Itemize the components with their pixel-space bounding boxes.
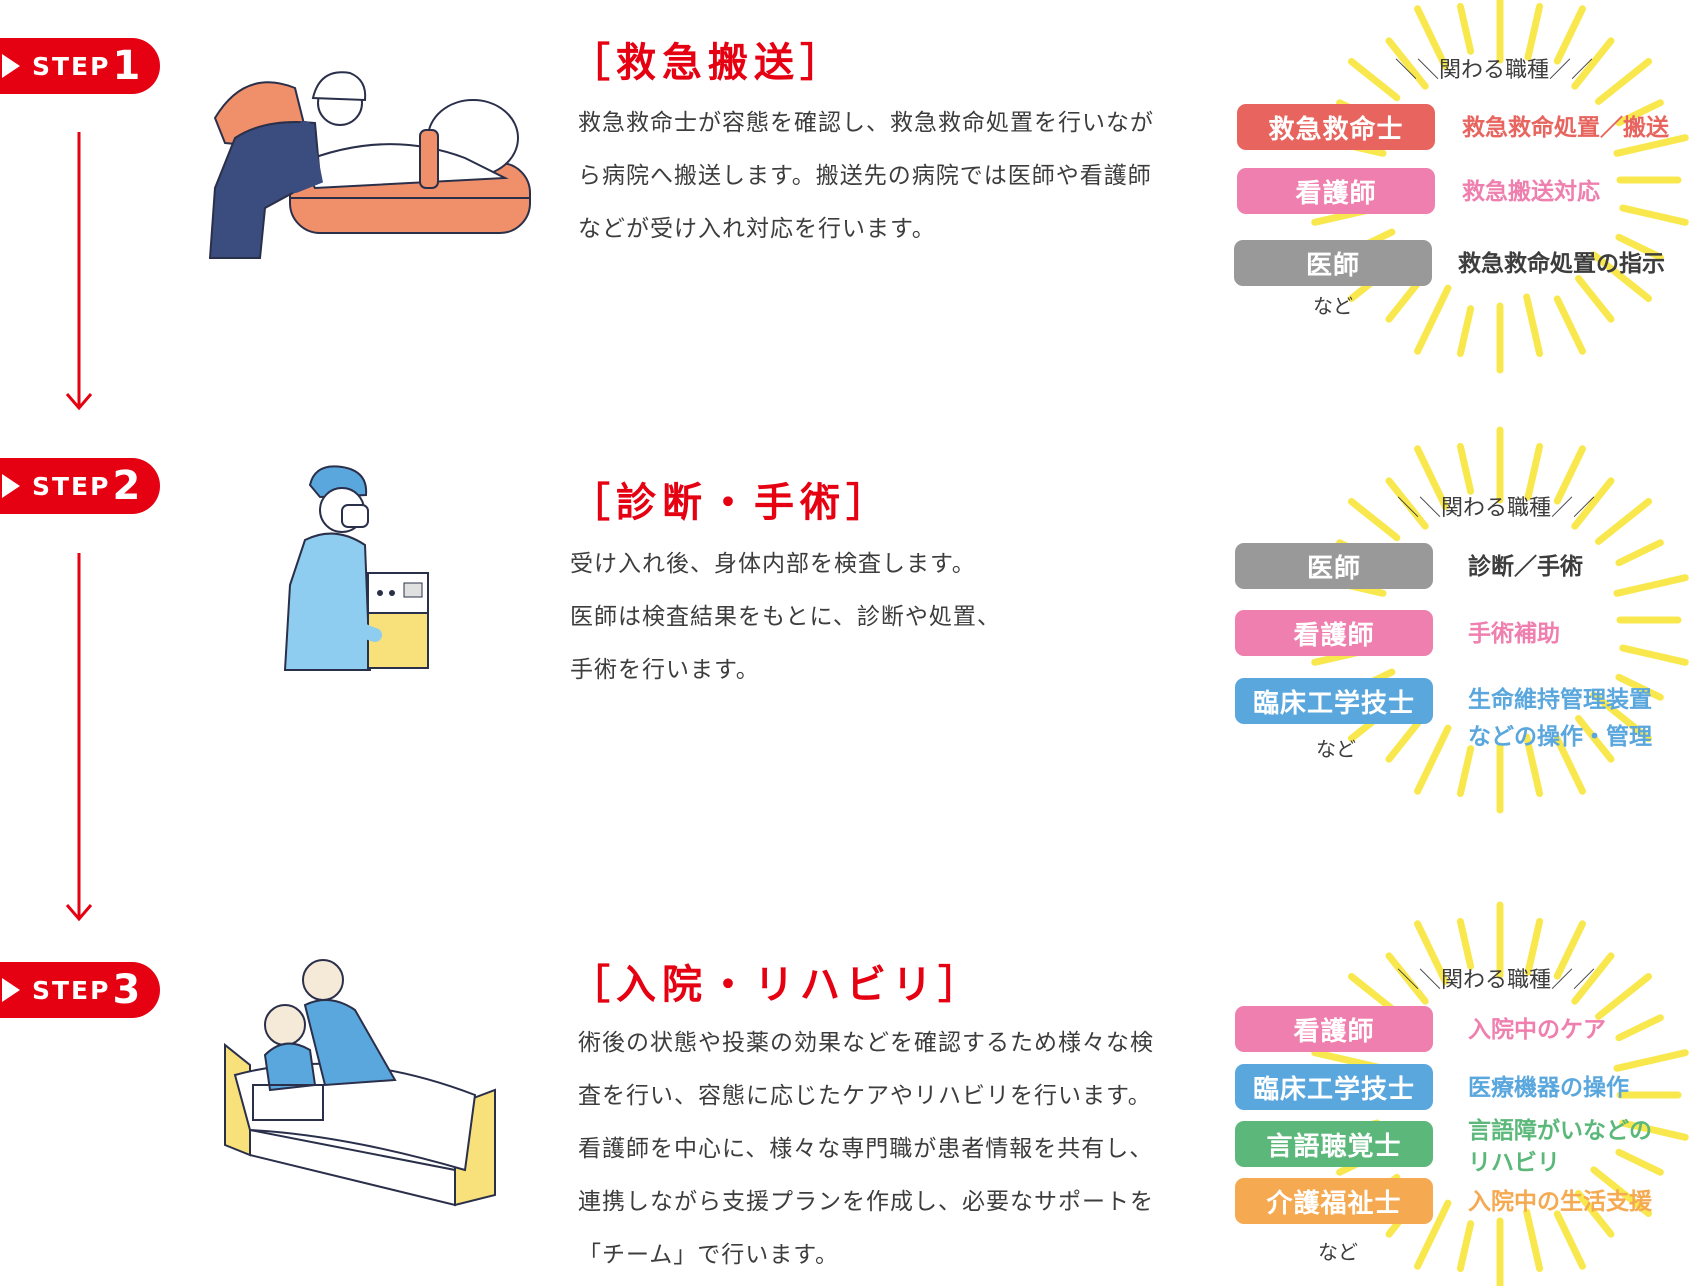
- etc-label: など: [1316, 737, 1356, 761]
- role-name: 看護師: [1293, 1016, 1375, 1047]
- role-pill: 看護師: [1235, 1006, 1433, 1052]
- role-name: 臨床工学技士: [1252, 688, 1415, 719]
- role-description: 入院中の生活支援: [1468, 1189, 1652, 1215]
- role-name: 医師: [1305, 250, 1360, 281]
- role-pill: 言語聴覚士: [1235, 1121, 1433, 1167]
- role-pill: 臨床工学技士: [1235, 678, 1433, 724]
- role-description: 診断／手術: [1468, 554, 1583, 580]
- sunburst-ray: [1615, 539, 1664, 567]
- sunburst-ray: [1595, 58, 1653, 105]
- role-description: 入院中のケア: [1468, 1017, 1606, 1043]
- role-pill: 臨床工学技士: [1235, 1064, 1433, 1110]
- step-description: 術後の状態や投薬の効果などを確認するため様々な検査を行い、容態に応じたケアやリハ…: [578, 1030, 1154, 1268]
- role-name: 臨床工学技士: [1252, 1074, 1415, 1105]
- sunburst-ray: [1613, 1049, 1689, 1072]
- role-description: 医療機器の操作: [1468, 1075, 1629, 1101]
- step-word: STEP: [32, 975, 111, 1005]
- sunburst-ray: [1523, 293, 1544, 358]
- triangle-icon: [2, 474, 20, 498]
- role-pill: 救急救命士: [1237, 104, 1435, 150]
- down-arrow-icon: [65, 553, 93, 922]
- triangle-icon: [2, 54, 20, 78]
- role-description: 言語障がいなどの リハビリ: [1468, 1118, 1652, 1176]
- role-description: 救急搬送対応: [1462, 179, 1600, 205]
- hospital-bed-icon: [224, 959, 496, 1207]
- etc-label: など: [1313, 294, 1353, 318]
- role-name: 看護師: [1295, 178, 1377, 209]
- sunburst-ray: [1595, 973, 1653, 1020]
- role-pill: 看護師: [1237, 168, 1435, 214]
- role-pill: 医師: [1234, 240, 1432, 286]
- sunburst-ray: [1595, 498, 1653, 545]
- role-description: 救急救命処置の指示: [1458, 251, 1665, 277]
- surgeon-icon: [283, 465, 429, 671]
- sunburst-ray: [1347, 498, 1401, 542]
- role-description: 救急救命処置／搬送: [1462, 115, 1669, 141]
- step-word: STEP: [32, 51, 111, 81]
- sunburst-ray: [1456, 917, 1475, 970]
- step-title: ［入院・リハビリ］: [570, 962, 984, 1008]
- role-name: 救急救命士: [1268, 114, 1404, 145]
- role-pill: 看護師: [1235, 610, 1433, 656]
- role-name: 言語聴覚士: [1266, 1131, 1402, 1162]
- step-1-tab: STEP 1: [0, 38, 160, 94]
- step-title: ［救急搬送］: [570, 40, 846, 86]
- sunburst-ray: [1553, 1210, 1586, 1270]
- sunburst-ray: [1347, 58, 1401, 102]
- step-number: 1: [112, 43, 141, 89]
- step-number: 2: [112, 463, 141, 509]
- role-pill: 介護福祉士: [1235, 1178, 1433, 1224]
- roles-header: ＼＼関わる職種／／: [1397, 968, 1596, 993]
- sunburst-ray: [1553, 295, 1586, 355]
- etc-label: など: [1318, 1240, 1358, 1264]
- sunburst-ray: [1456, 1220, 1475, 1273]
- sunburst-ray: [1456, 2, 1475, 55]
- paramedic-icon: [208, 71, 531, 259]
- sunburst-ray: [1619, 644, 1689, 666]
- triangle-icon: [2, 978, 20, 1002]
- roles-header: ＼＼関わる職種／／: [1395, 58, 1594, 83]
- sunburst-ray: [1414, 284, 1452, 355]
- sunburst-ray: [1615, 1014, 1664, 1042]
- sunburst-ray: [1524, 2, 1544, 61]
- step-description: 救急救命士が容態を確認し、救急救命処置を行いながら病院へ搬送します。搬送先の病院…: [578, 110, 1154, 242]
- role-name: 医師: [1306, 553, 1361, 584]
- role-pill: 医師: [1235, 543, 1433, 589]
- step-3-tab: STEP 3: [0, 962, 160, 1018]
- step-word: STEP: [32, 471, 111, 501]
- role-name: 介護福祉士: [1266, 1188, 1402, 1219]
- sunburst-ray: [1613, 574, 1689, 597]
- role-description: 手術補助: [1468, 621, 1560, 647]
- step-title: ［診断・手術］: [570, 480, 892, 526]
- step-2-tab: STEP 2: [0, 458, 160, 514]
- roles-header: ＼＼関わる職種／／: [1397, 496, 1596, 521]
- step-number: 3: [112, 967, 141, 1013]
- sunburst-ray: [1456, 305, 1475, 358]
- down-arrow-icon: [65, 132, 93, 411]
- role-name: 看護師: [1293, 620, 1375, 651]
- role-description: 生命維持管理装置 などの操作・管理: [1468, 687, 1652, 750]
- step-description: 受け入れ後、身体内部を検査します。 医師は検査結果をもとに、診断や処置、 手術を…: [570, 551, 1001, 683]
- sunburst-ray: [1385, 715, 1425, 763]
- sunburst-ray: [1414, 724, 1452, 795]
- sunburst-ray: [1619, 204, 1689, 226]
- sunburst-ray: [1456, 442, 1475, 495]
- sunburst-ray: [1575, 275, 1615, 323]
